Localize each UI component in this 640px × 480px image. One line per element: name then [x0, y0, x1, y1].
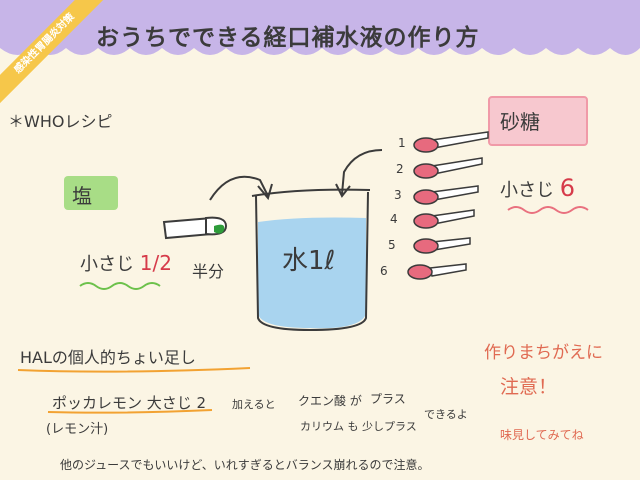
sugar-spoon-icon: [413, 185, 479, 205]
kalium-note: カリウム も 少しプラス: [300, 420, 417, 433]
salt-underline: [79, 282, 161, 290]
sugar-label: 砂糖: [500, 110, 540, 134]
water-label: 水1ℓ: [282, 246, 336, 276]
warning-line-3: 味見してみてね: [500, 428, 584, 442]
sugar-spoons: [407, 131, 489, 280]
sugar-arrow: [341, 149, 383, 195]
sugar-amount-prefix: 小さじ: [500, 180, 554, 201]
plus-note: プラス: [370, 392, 406, 406]
sugar-spoon-icon: [413, 131, 489, 153]
citric-note: クエン酸 が: [298, 394, 362, 408]
salt-spoon-icon: [162, 216, 228, 240]
spoon-number: 2: [396, 162, 404, 176]
sugar-amount: 小さじ 6: [500, 174, 575, 202]
add-note: 加えると: [232, 398, 276, 411]
spoon-number: 1: [398, 136, 406, 150]
salt-amount-value: 1/2: [139, 251, 172, 275]
spoon-number: 6: [380, 264, 388, 278]
sugar-spoon-icon: [413, 237, 471, 254]
sugar-underline: [507, 206, 589, 214]
pokka-lemon-label: ポッカレモン 大さじ 2: [52, 394, 207, 412]
spoon-number: 4: [390, 212, 398, 226]
pokka-underline: [47, 409, 213, 414]
pokka-note: (レモン汁): [46, 422, 109, 437]
salt-arrow: [209, 175, 269, 201]
title-banner: [0, 0, 640, 55]
water-jar-icon: [251, 188, 371, 332]
sugar-tag: [488, 96, 588, 146]
can-do-note: できるよ: [424, 408, 468, 421]
warning-line-2: 注意！: [500, 376, 558, 398]
hal-heading: HALの個人的ちょい足し: [20, 348, 196, 367]
spoon-number: 3: [394, 188, 402, 202]
salt-label: 塩: [72, 184, 92, 208]
juice-note: 他のジュースでもいいけど、いれすぎるとバランス崩れるので注意。: [60, 458, 430, 472]
sugar-amount-value: 6: [559, 174, 576, 202]
page-title: おうちでできる経口補水液の作り方: [96, 25, 480, 51]
sugar-spoon-icon: [407, 263, 467, 280]
salt-amount-prefix: 小さじ: [80, 254, 134, 275]
hal-underline: [17, 367, 251, 373]
sugar-spoon-icon: [413, 209, 475, 229]
salt-tag: [64, 176, 118, 210]
recipe-label: ＊WHOレシピ: [8, 112, 113, 131]
salt-half-label: 半分: [192, 262, 225, 281]
sugar-spoon-icon: [413, 157, 483, 179]
spoon-number: 5: [388, 238, 396, 252]
salt-amount: 小さじ 1/2: [80, 250, 172, 276]
warning-line-1: 作りまちがえに: [484, 343, 603, 363]
